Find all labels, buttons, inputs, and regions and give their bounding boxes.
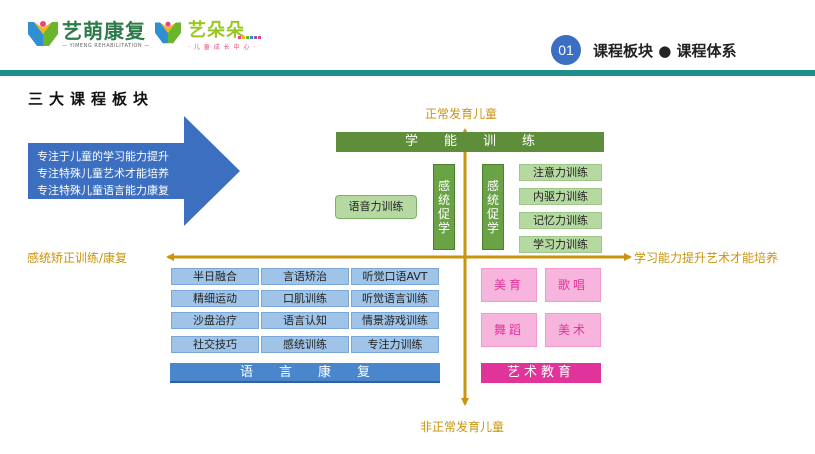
- logo1-english: — YIMENG REHABILITATION —: [62, 43, 150, 49]
- header-divider: [0, 70, 815, 76]
- learning-item: 内驱力训练: [519, 188, 602, 205]
- speech-training-pill: 语音力训练: [335, 195, 417, 219]
- art-item: 舞蹈: [481, 313, 537, 347]
- learning-training-bar: 学能训练: [336, 132, 604, 152]
- logo2-subtitle: · 儿 童 成 长 中 心 ·: [188, 44, 257, 51]
- m-logo-icon: [28, 20, 58, 46]
- language-item: 沙盘治疗: [171, 312, 259, 329]
- sensory-learning-box-2: 感统促学: [482, 164, 504, 250]
- sensory-learning-label-1: 感统促学: [438, 179, 451, 235]
- language-item: 语言认知: [261, 312, 349, 329]
- page-title: 课程板块 ● 课程体系: [593, 42, 737, 60]
- yiduoduo-logo: 艺朵朵 · 儿 童 成 长 中 心 ·: [155, 20, 256, 51]
- language-item: 感统训练: [261, 336, 349, 353]
- art-education-bar: 艺术教育: [481, 363, 601, 383]
- language-item: 精细运动: [171, 290, 259, 307]
- axis-label-top: 正常发育儿童: [425, 107, 498, 121]
- axis-label-left: 感统矫正训练/康复: [27, 251, 128, 265]
- logo1-name: 艺萌康复: [62, 19, 146, 43]
- section-number-badge: 01: [551, 35, 581, 65]
- arrow-shape-icon: [28, 116, 240, 226]
- arrow-line-3: 专注特殊儿童语言能力康复: [37, 184, 169, 197]
- arrow-line-1: 专注于儿童的学习能力提升: [37, 150, 169, 163]
- arrow-line-2: 专注特殊儿童艺术才能培养: [37, 167, 169, 180]
- learning-item: 记忆力训练: [519, 212, 602, 229]
- logo2-name: 艺朵朵: [188, 20, 245, 41]
- yimeng-logo: 艺萌康复 — YIMENG REHABILITATION —: [28, 20, 150, 49]
- language-item: 听觉语言训练: [351, 290, 439, 307]
- language-item: 言语矫治: [261, 268, 349, 285]
- language-item: 社交技巧: [171, 336, 259, 353]
- axis-label-bottom: 非正常发育儿童: [420, 420, 505, 434]
- focus-arrow: 专注于儿童的学习能力提升 专注特殊儿童艺术才能培养 专注特殊儿童语言能力康复: [28, 116, 240, 226]
- language-item: 听觉口语AVT: [351, 268, 439, 285]
- language-item: 专注力训练: [351, 336, 439, 353]
- section-title: 三大课程板块: [28, 90, 155, 108]
- header: 艺萌康复 — YIMENG REHABILITATION — 艺朵朵 · 儿 童…: [0, 0, 815, 72]
- language-item: 口肌训练: [261, 290, 349, 307]
- art-item: 美育: [481, 268, 537, 302]
- art-item: 歌唱: [545, 268, 601, 302]
- learning-item: 学习力训练: [519, 236, 602, 253]
- sensory-learning-label-2: 感统促学: [487, 179, 500, 235]
- language-rehab-bar: 语言康复: [170, 363, 440, 383]
- axis-label-right: 学习能力提升艺术才能培养: [634, 251, 779, 265]
- learning-item: 注意力训练: [519, 164, 602, 181]
- m-logo-small-icon: [155, 20, 185, 46]
- language-item: 情景游戏训练: [351, 312, 439, 329]
- sensory-learning-box-1: 感统促学: [433, 164, 455, 250]
- color-dots-icon: [238, 36, 261, 39]
- art-item: 美术: [545, 313, 601, 347]
- language-item: 半日融合: [171, 268, 259, 285]
